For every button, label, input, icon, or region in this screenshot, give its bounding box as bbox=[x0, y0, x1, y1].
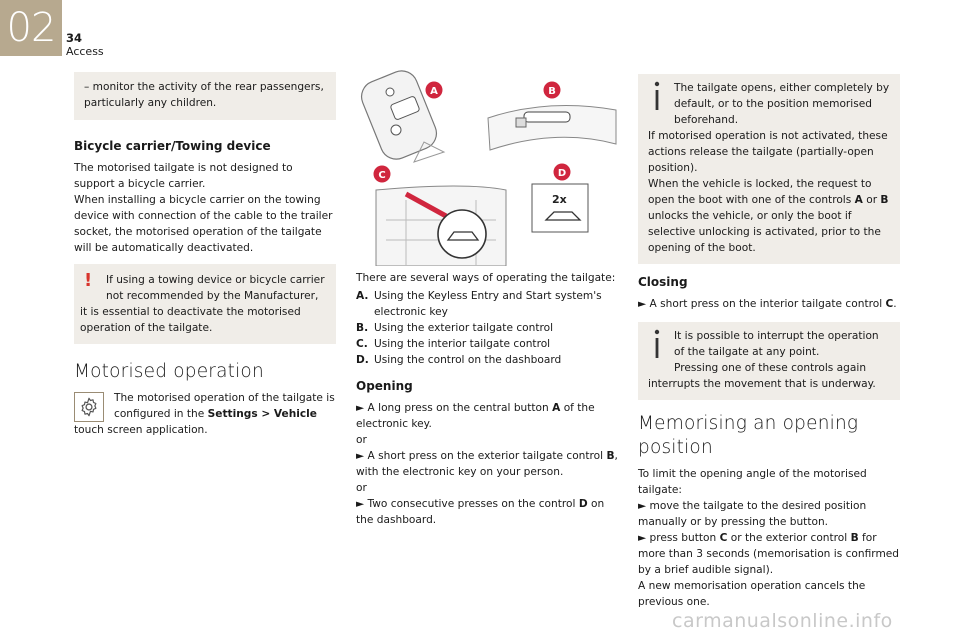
column-middle: There are several ways of operating the … bbox=[356, 270, 622, 528]
method-item-b: B.Using the exterior tailgate control bbox=[356, 322, 554, 334]
settings-gear-icon bbox=[74, 392, 104, 422]
memorising-intro: To limit the opening angle of the motori… bbox=[638, 468, 867, 496]
chapter-number: 02 bbox=[6, 5, 57, 51]
opening-step-3: ► Two consecutive presses on the control… bbox=[356, 498, 605, 526]
info-opening-3: When the vehicle is locked, the request … bbox=[648, 178, 889, 254]
svg-text:D: D bbox=[558, 168, 566, 179]
motorised-text: The motorised operation of the tailgate … bbox=[74, 392, 335, 436]
callout-a: A bbox=[425, 81, 443, 99]
page-number: 34 bbox=[66, 31, 83, 45]
closing-step: ► A short press on the interior tailgate… bbox=[638, 298, 897, 310]
or-1: or bbox=[356, 434, 367, 446]
info-icon bbox=[652, 328, 674, 363]
or-2: or bbox=[356, 482, 367, 494]
info-opening-1: The tailgate opens, either completely by… bbox=[674, 82, 890, 126]
warning-icon: ! bbox=[84, 270, 93, 291]
bike-paragraph-2: When installing a bicycle carrier on the… bbox=[74, 194, 333, 254]
exterior-control-illustration bbox=[487, 105, 617, 151]
tailgate-controls-illustration: 2x A B C D bbox=[360, 70, 617, 266]
callout-d: D bbox=[553, 163, 571, 181]
opening-step-2: ► A short press on the exterior tailgate… bbox=[356, 450, 618, 478]
bike-paragraph-1: The motorised tailgate is not designed t… bbox=[74, 162, 293, 190]
callout-b: B bbox=[543, 81, 561, 99]
svg-text:C: C bbox=[378, 170, 385, 181]
closing-heading: Closing bbox=[638, 275, 688, 289]
note-text: – monitor the activity of the rear passe… bbox=[84, 81, 324, 109]
method-item-a: A.Using the Keyless Entry and Start syst… bbox=[356, 290, 602, 318]
method-item-d: D.Using the control on the dashboard bbox=[356, 354, 562, 366]
interior-tailgate-illustration bbox=[375, 185, 507, 266]
info-closing-1: It is possible to interrupt the operatio… bbox=[674, 330, 879, 358]
info-closing-2: Pressing one of these controls again int… bbox=[648, 362, 876, 390]
motorised-heading: Motorised operation bbox=[74, 361, 264, 382]
intro-text: There are several ways of operating the … bbox=[356, 272, 616, 284]
column-left: – monitor the activity of the rear passe… bbox=[74, 72, 336, 438]
chapter-tab: 02 bbox=[0, 0, 62, 56]
dashboard-control-illustration: 2x bbox=[531, 183, 589, 233]
warning-box: ! If using a towing device or bicycle ca… bbox=[74, 264, 336, 344]
column-right: The tailgate opens, either completely by… bbox=[638, 74, 900, 610]
key-fob-illustration bbox=[360, 70, 446, 163]
warning-text: If using a towing device or bicycle carr… bbox=[80, 274, 325, 334]
info-box-opening: The tailgate opens, either completely by… bbox=[638, 74, 900, 264]
memorising-last: A new memorisation operation cancels the… bbox=[638, 580, 866, 608]
note-box: – monitor the activity of the rear passe… bbox=[74, 72, 336, 120]
info-icon bbox=[652, 80, 674, 115]
svg-text:A: A bbox=[430, 86, 438, 97]
opening-heading: Opening bbox=[356, 379, 413, 393]
bike-heading: Bicycle carrier/Towing device bbox=[74, 139, 271, 153]
memorising-step-1: ► move the tailgate to the desired posit… bbox=[638, 500, 867, 528]
section-title: Access bbox=[66, 45, 104, 58]
opening-step-1: ► A long press on the central button A o… bbox=[356, 402, 595, 430]
info-opening-2: If motorised operation is not activated,… bbox=[648, 130, 888, 174]
callout-c: C bbox=[373, 165, 391, 183]
dashboard-press-count: 2x bbox=[552, 193, 567, 206]
watermark: carmanualsonline.info bbox=[672, 610, 893, 632]
method-item-c: C.Using the interior tailgate control bbox=[356, 338, 551, 350]
svg-text:B: B bbox=[548, 86, 556, 97]
info-box-closing: It is possible to interrupt the operatio… bbox=[638, 322, 900, 400]
memorising-heading: Memorising an opening position bbox=[638, 413, 859, 458]
motorised-block: The motorised operation of the tailgate … bbox=[74, 390, 336, 438]
memorising-step-2: ► press button C or the exterior control… bbox=[638, 532, 900, 576]
